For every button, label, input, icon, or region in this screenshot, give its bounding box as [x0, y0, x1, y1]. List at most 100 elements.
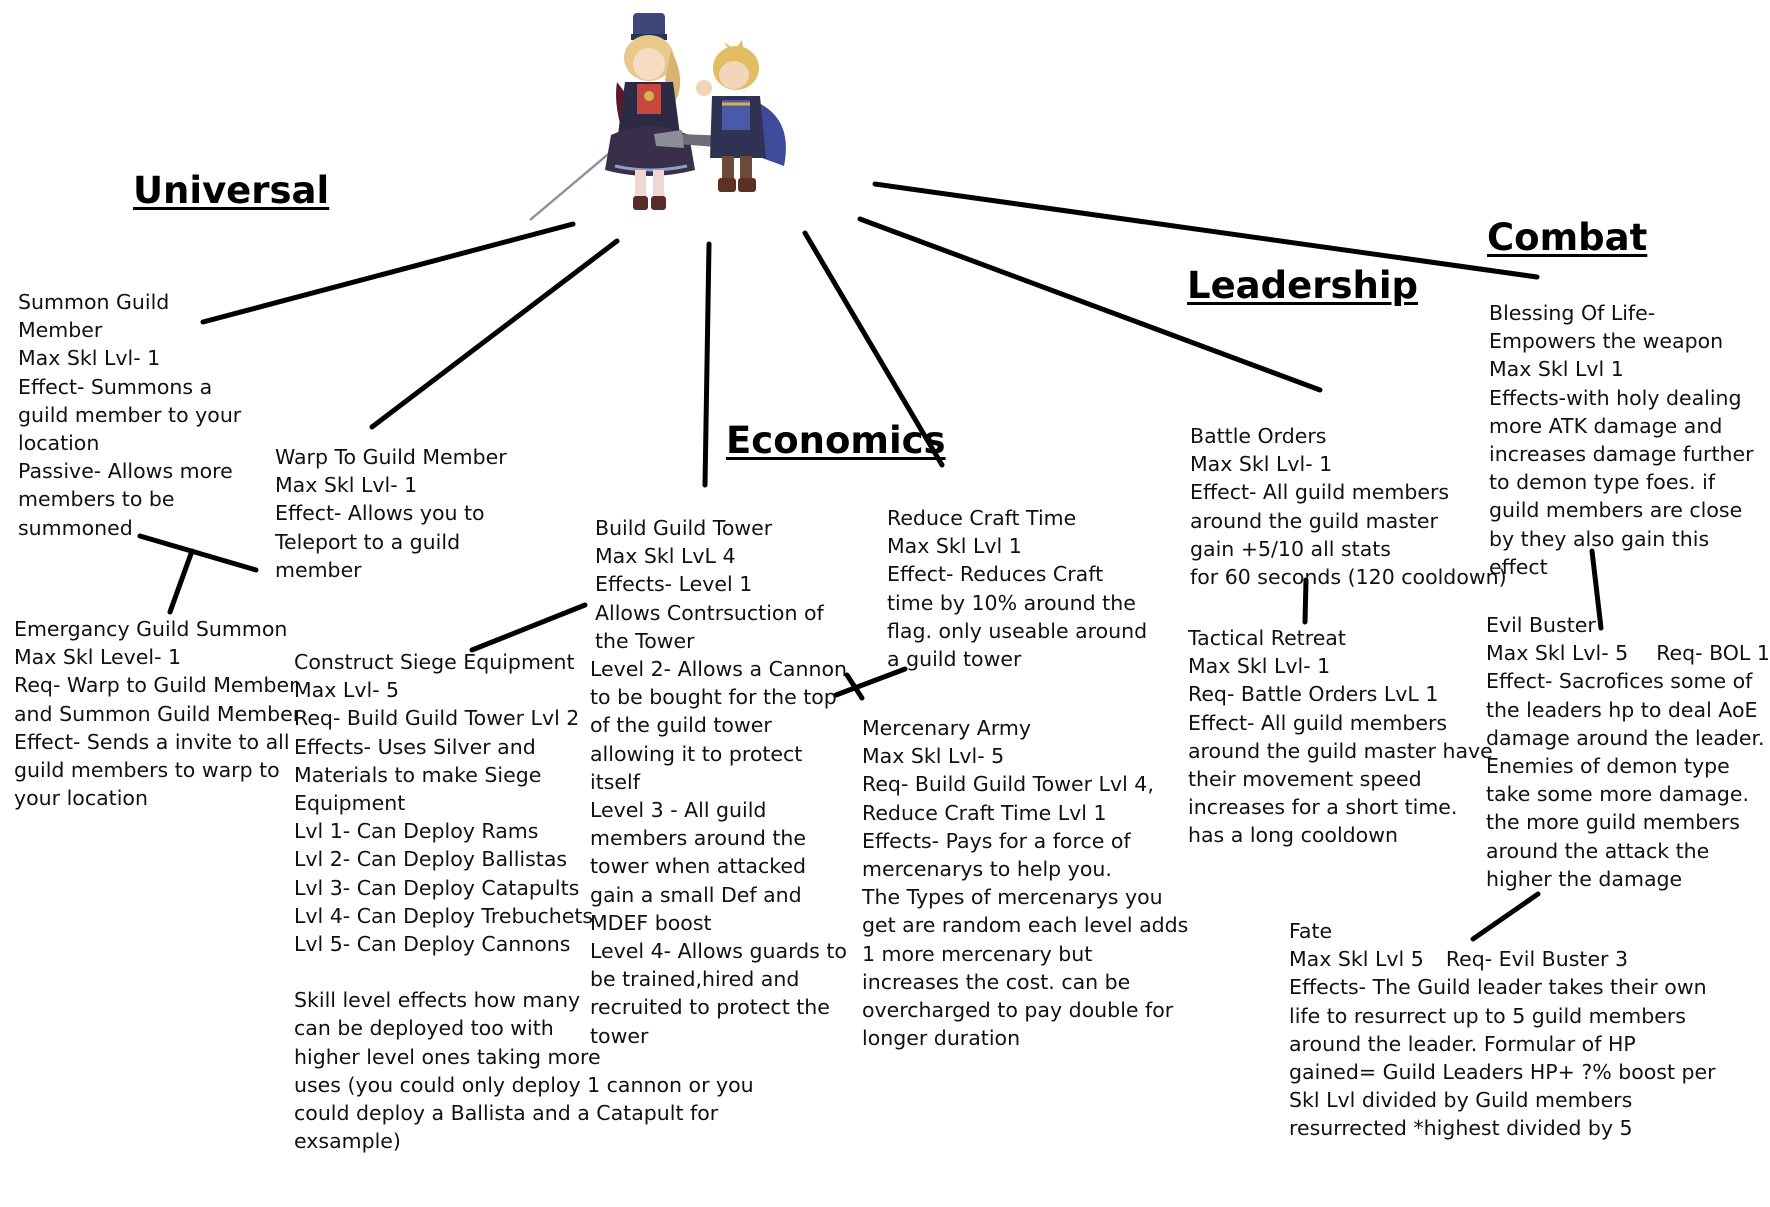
siege-line: Equipment: [294, 791, 406, 816]
skill-summon-guild-member: Summon Guild Member Max Skl Lvl- 1 Effec…: [18, 288, 241, 542]
tower-level-line: tower: [590, 1023, 649, 1048]
fate-title: Fate: [1289, 919, 1333, 943]
tower-line: Build Guild Tower: [595, 516, 773, 540]
blessing-line: more ATK damage and: [1489, 413, 1723, 438]
tower-line: Max Skl LvL 4: [595, 544, 736, 569]
summon-line: members to be: [18, 487, 175, 512]
evil-buster-line: damage around the leader.: [1486, 725, 1765, 750]
mercenary-line: longer duration: [862, 1026, 1021, 1051]
mercenary-line: get are random each level adds: [862, 913, 1189, 938]
retreat-line: has a long cooldown: [1188, 823, 1398, 848]
line-siege-equipment: [469, 602, 588, 653]
line-blessing-of-life: [872, 181, 1540, 280]
fate-line: around the leader. Formular of HP: [1289, 1031, 1636, 1056]
siege-line: Materials to make Siege: [294, 762, 542, 787]
line-tactical-retreat: [1302, 577, 1309, 625]
evil-buster-line: take some more damage.: [1486, 782, 1750, 807]
fate-line: resurrected *highest divided by 5: [1289, 1116, 1633, 1141]
blessing-line: Blessing Of Life-: [1489, 301, 1656, 325]
retreat-line: Effect- All guild members: [1188, 710, 1448, 735]
emergancy-line: Max Skl Level- 1: [14, 645, 182, 670]
skill-construct-siege-equipment: Construct Siege Equipment Max Lvl- 5 Req…: [294, 648, 754, 1155]
siege-note-line: higher level ones taking more: [294, 1044, 601, 1069]
tower-line: Effects- Level 1: [595, 572, 753, 597]
mercenary-line: Req- Build Guild Tower Lvl 4,: [862, 772, 1154, 797]
craft-line: Effect- Reduces Craft: [887, 562, 1104, 587]
skill-warp-to-guild-member: Warp To Guild Member Max Skl Lvl- 1 Effe…: [275, 443, 507, 584]
blessing-line: Max Skl Lvl 1: [1489, 357, 1624, 382]
evil-buster-line: the leaders hp to deal AoE: [1486, 697, 1758, 722]
line-reduce-craft-time: [802, 230, 945, 468]
emergancy-line: Effect- Sends a invite to all: [14, 729, 290, 754]
line-emergancy-stem: [167, 548, 195, 615]
summon-line: Summon Guild: [18, 290, 170, 314]
evil-buster-line: higher the damage: [1486, 866, 1683, 891]
fate-line: gained= Guild Leaders HP+ ?% boost per: [1289, 1060, 1716, 1085]
siege-line: Max Lvl- 5: [294, 678, 400, 703]
siege-note-line: can be deployed too with: [294, 1016, 554, 1041]
tower-level-line: itself: [590, 769, 640, 794]
emergancy-line: guild members to warp to: [14, 758, 280, 783]
evil-buster-max-level: Max Skl Lvl- 5: [1486, 641, 1629, 666]
tower-level-line: Level 4- Allows guards to: [590, 939, 847, 964]
battle-orders-line: Max Skl Lvl- 1: [1190, 452, 1333, 477]
tower-level-line: MDEF boost: [590, 910, 712, 935]
tower-level-line: recruited to protect the: [590, 995, 830, 1020]
line-battle-orders: [857, 216, 1323, 393]
battle-orders-line: Battle Orders: [1190, 424, 1327, 448]
heading-universal: Universal: [133, 169, 330, 212]
emergancy-line: Emergancy Guild Summon: [14, 617, 288, 641]
swordswoman-sprite: [529, 13, 695, 222]
retreat-line: Max Skl Lvl- 1: [1188, 654, 1331, 679]
evil-buster-requirement: Req- BOL 1: [1656, 641, 1770, 666]
summon-line: summoned: [18, 515, 133, 540]
blessing-line: Empowers the weapon: [1489, 329, 1724, 354]
siege-note-line: uses (you could only deploy 1 cannon or …: [294, 1072, 754, 1097]
evil-buster-level-row: Max Skl Lvl- 5 Req- BOL 1: [1486, 639, 1770, 667]
retreat-line: around the guild master have: [1188, 738, 1493, 763]
warp-line: Warp To Guild Member: [275, 445, 507, 469]
tower-level-line: Level 2- Allows a Cannon: [590, 657, 847, 681]
warp-line: Max Skl Lvl- 1: [275, 473, 418, 498]
line-emergancy-bar: [137, 533, 259, 573]
blessing-line: increases damage further: [1489, 442, 1754, 467]
retreat-line: Req- Battle Orders LvL 1: [1188, 682, 1439, 707]
blessing-line: by they also gain this: [1489, 526, 1710, 551]
warp-line: Teleport to a guild: [275, 529, 461, 554]
line-evil-buster: [1589, 548, 1604, 631]
siege-line: Lvl 2- Can Deploy Ballistas: [294, 847, 568, 872]
retreat-line: increases for a short time.: [1188, 795, 1458, 820]
tower-line: Allows Contrsuction of: [595, 600, 824, 625]
line-mercenary-bar: [833, 666, 908, 698]
swordsman-sprite: [654, 40, 786, 192]
siege-gap: [294, 958, 754, 986]
emergancy-line: your location: [14, 786, 148, 811]
craft-line: Reduce Craft Time: [887, 506, 1077, 530]
tower-line: the Tower: [595, 628, 695, 653]
emergancy-line: and Summon Guild Member: [14, 701, 302, 726]
siege-line: Lvl 3- Can Deploy Catapults: [294, 875, 580, 900]
mercenary-line: overcharged to pay double for: [862, 998, 1174, 1023]
summon-line: location: [18, 431, 100, 456]
skill-build-guild-tower: Build Guild Tower Max Skl LvL 4 Effects-…: [595, 514, 824, 655]
craft-line: Max Skl Lvl 1: [887, 534, 1022, 559]
siege-note-line: could deploy a Ballista and a Catapult f…: [294, 1101, 719, 1126]
fate-line: Skl Lvl divided by Guild members: [1289, 1088, 1633, 1113]
battle-orders-line: around the guild master: [1190, 508, 1438, 533]
skill-blessing-of-life: Blessing Of Life- Empowers the weapon Ma…: [1489, 299, 1754, 581]
heading-leadership: Leadership: [1187, 264, 1418, 307]
siege-line: Construct Siege Equipment: [294, 650, 575, 674]
fate-max-level: Max Skl Lvl 5: [1289, 947, 1424, 972]
tower-level-line: allowing it to protect: [590, 741, 803, 766]
evil-buster-line: Effect- Sacrofices some of: [1486, 669, 1753, 694]
siege-line: Lvl 1- Can Deploy Rams: [294, 819, 539, 844]
mercenary-line: Max Skl Lvl- 5: [862, 744, 1005, 769]
line-mercenary-stem: [844, 672, 865, 701]
tower-level-line: of the guild tower: [590, 713, 772, 738]
line-summon-guild-member: [200, 221, 576, 325]
craft-line: time by 10% around the: [887, 590, 1136, 615]
warp-line: member: [275, 557, 362, 582]
craft-line: a guild tower: [887, 647, 1022, 672]
